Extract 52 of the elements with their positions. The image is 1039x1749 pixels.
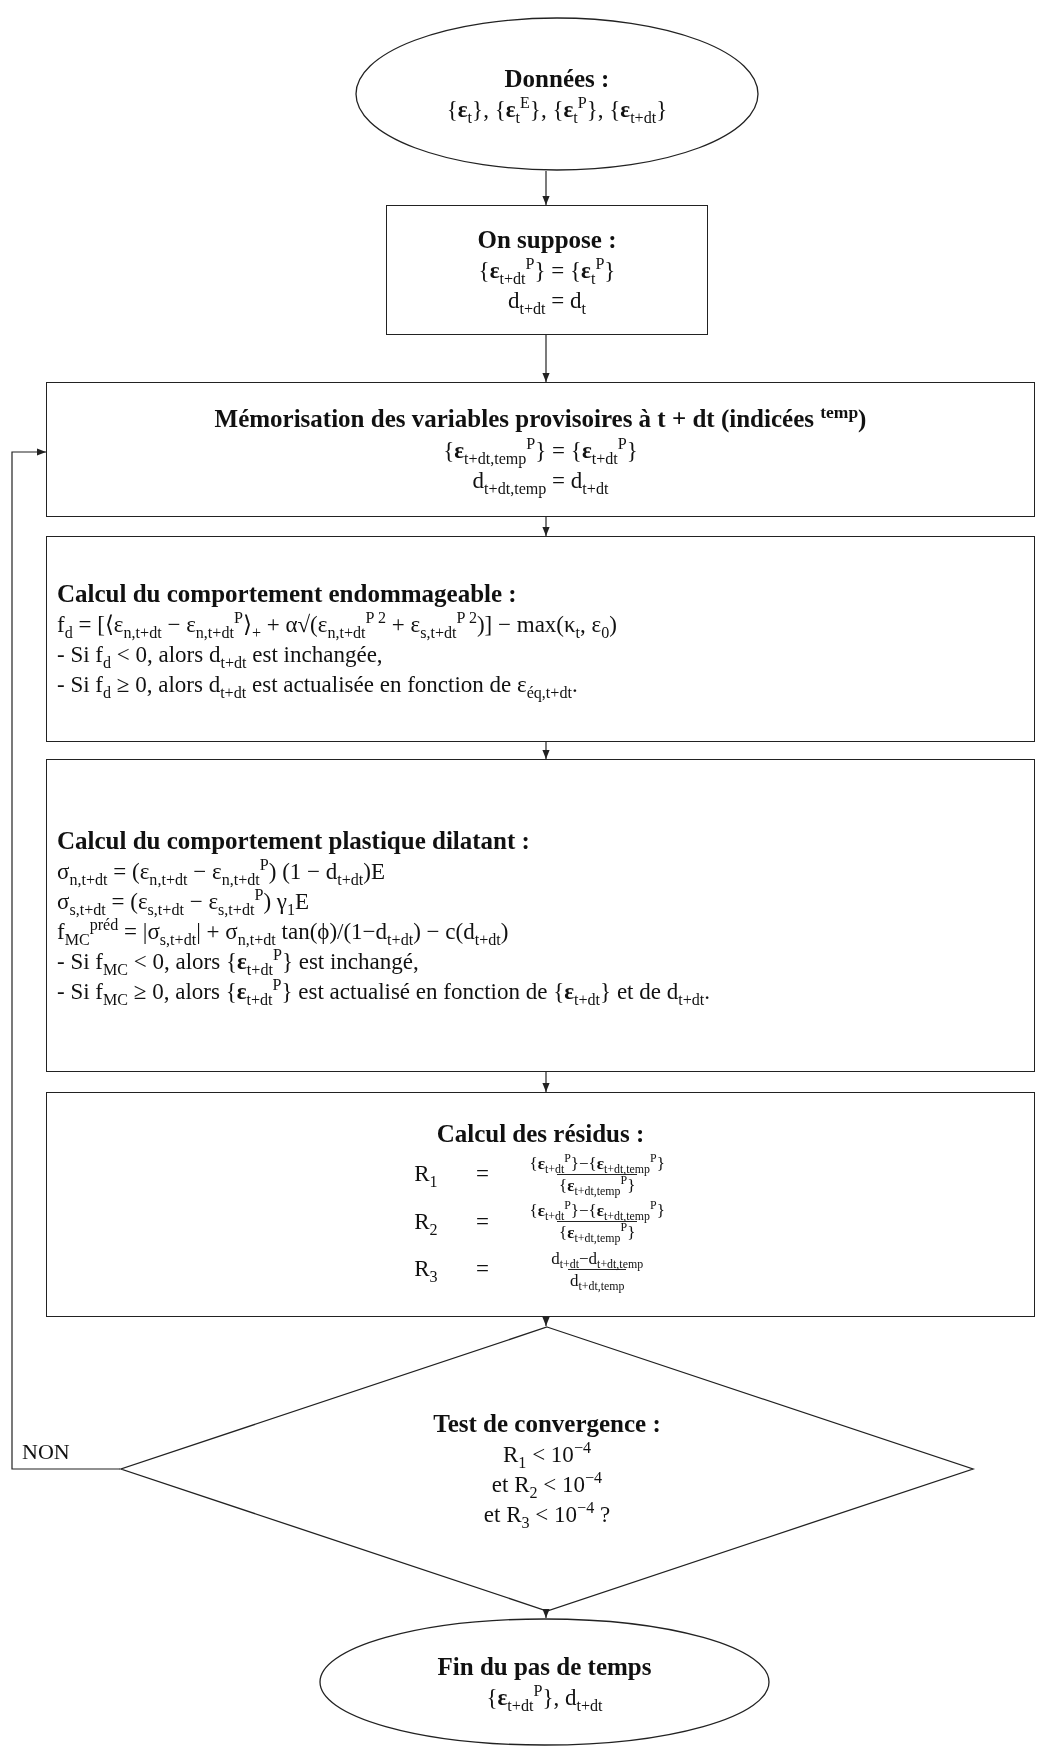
formula-text: R$_{1}$ < 10$^{−4}$: [502, 1440, 592, 1471]
formula-text: f$_{d}$ = [⟨ε$_{n,t+dt}$ − ε$_{n,t+dt}$$^{P}$⟩$_{+}$ + α√(ε$_{n,t+dt}$$^{P 2}$ + ε$_{s,t+dt}$$^{P 2}$)] − max(κ$_{t}$, ε$_{0}$): [57, 610, 618, 641]
box-heading: Mémorisation des variables provisoires à t + dt (indicées $^{temp}$): [213, 403, 868, 435]
formula-text: d$_{t+dt}$ = d$_{t}$: [506, 287, 587, 317]
fraction-numerator: d$_{t+dt}$−d$_{t+dt,temp}$: [550, 1247, 645, 1269]
formula-text: et R$_{2}$ < 10$^{−4}$: [490, 1470, 604, 1501]
formula-text: et R$_{3}$ < 10$^{−4}$ ?: [482, 1500, 612, 1531]
formula-text: {ε$_{t}$}, {ε$_{t}$$^{E}$}, {ε$_{t}$$^{P}$}, {ε$_{t+dt}$}: [445, 95, 669, 126]
formula-text: σ$_{s,t+dt}$ = (ε$_{s,t+dt}$ − ε$_{s,t+dt}$$^{P}$) γ$_{1}$E: [57, 886, 311, 917]
equation-label: R$_{3}$: [414, 1256, 438, 1283]
equation-label: R$_{2}$: [414, 1208, 438, 1235]
formula-text: - Si f$_{d}$ ≥ 0, alors d$_{t+dt}$ est actualisée en fonction de ε$_{éq,t+dt}$.: [57, 671, 579, 701]
terminal-ellipse: [319, 1618, 770, 1746]
box-heading: Calcul du comportement plastique dilatant :: [57, 825, 531, 856]
box-heading: Test de convergence :: [432, 1408, 662, 1439]
process-box: [46, 759, 1035, 1072]
formula-text: d$_{t+dt,temp}$ = d$_{t+dt}$: [472, 467, 610, 496]
fraction-denominator: {ε$_{t+dt,temp}$$^{P}$}: [557, 1221, 638, 1244]
process-box: [386, 205, 708, 335]
arrow: [542, 170, 550, 206]
process-box: [46, 536, 1035, 742]
formula-text: {ε$_{t+dt,temp}$$^{P}$} = {ε$_{t+dt}$$^{P}$}: [442, 435, 639, 466]
formula-text: - Si f$_{MC}$ < 0, alors {ε$_{t+dt}$$^{P}$} est inchangé,: [57, 946, 420, 977]
terminal-ellipse: [355, 17, 759, 171]
arrow: [542, 334, 550, 383]
fraction-denominator: d$_{t+dt,temp}$: [567, 1268, 627, 1291]
equation-label: R$_{1}$: [414, 1161, 438, 1188]
formula-text: - Si f$_{d}$ < 0, alors d$_{t+dt}$ est inchangée,: [57, 641, 384, 671]
formula-text: {ε$_{t+dt}$$^{P}$}, d$_{t+dt}$: [485, 1683, 604, 1714]
arrow: [11, 448, 121, 1470]
arrow: [542, 1609, 550, 1619]
fraction-numerator: {ε$_{t+dt}$$^{P}$}−{ε$_{t+dt,temp}$$^{P}$}: [528, 1200, 666, 1222]
arrow: [542, 1071, 550, 1093]
decision-diamond: [120, 1326, 974, 1612]
arrow: [542, 1316, 550, 1327]
equals-sign: =: [475, 1208, 490, 1235]
formula-text: σ$_{n,t+dt}$ = (ε$_{n,t+dt}$ − ε$_{n,t+dt}$$^{P}$) (1 − d$_{t+dt}$)E: [57, 857, 387, 887]
box-heading: Données :: [503, 63, 611, 94]
arrow: [542, 741, 550, 760]
formula-text: - Si f$_{MC}$ ≥ 0, alors {ε$_{t+dt}$$^{P}$} est actualisé en fonction de {ε$_{t+dt}$} et de d$_{t+dt}$.: [57, 976, 712, 1007]
box-heading: On suppose :: [476, 224, 618, 255]
formula-text: f$_{MC}$$^{préd}$ = |σ$_{s,t+dt}$| + σ$_{n,t+dt}$ tan(ϕ)/(1−d$_{t+dt}$) − c(d$_{t+dt}$): [57, 916, 510, 947]
box-heading: Fin du pas de temps: [436, 1651, 653, 1682]
equals-sign: =: [475, 1161, 490, 1188]
fraction-denominator: {ε$_{t+dt,temp}$$^{P}$}: [557, 1173, 638, 1196]
box-heading: Calcul des résidus :: [435, 1119, 646, 1149]
formula-text: {ε$_{t+dt}$$^{P}$} = {ε$_{t}$$^{P}$}: [477, 256, 617, 287]
process-box: [46, 382, 1035, 517]
equals-sign: =: [475, 1256, 490, 1283]
arrow: [542, 516, 550, 537]
process-box: [46, 1092, 1035, 1317]
box-heading: Calcul du comportement endommageable :: [57, 578, 518, 609]
